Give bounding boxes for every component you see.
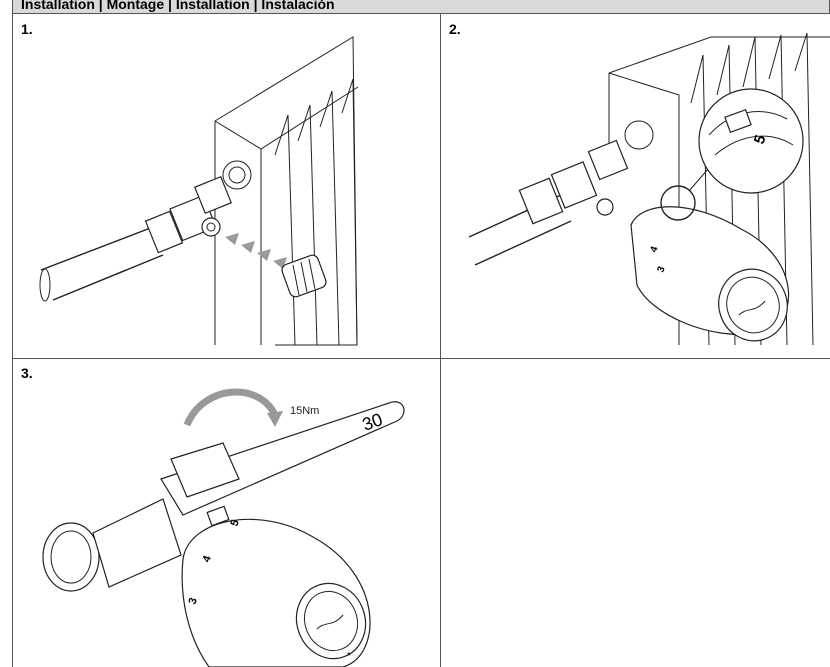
step-2-panel: 2. 5 <box>441 15 830 358</box>
direction-arrows <box>225 233 287 269</box>
valve-body-drawing <box>144 175 233 254</box>
section-header: Installation | Montage | Installation | … <box>12 0 830 14</box>
section-title: Installation | Montage | Installation | … <box>21 0 335 12</box>
grid-divider-vertical <box>440 14 441 667</box>
step-2-number: 2. <box>449 21 461 37</box>
scale-mark-3: 3 <box>187 596 200 606</box>
protective-cap-drawing <box>281 254 327 298</box>
radiator-drawing <box>608 32 830 346</box>
step-3-illustration: 30 5 4 3 * <box>42 388 405 667</box>
grid-border-left <box>12 14 13 667</box>
step-1-panel: 1. <box>13 15 440 358</box>
step-3-panel: 3. 30 5 4 3 * 15Nm <box>13 359 440 667</box>
step-1-illustration <box>39 36 359 346</box>
valve-body-drawing <box>42 442 240 592</box>
rotation-arrow <box>183 388 279 427</box>
thermostatic-sensor-drawing: 5 4 3 * <box>181 505 371 667</box>
step-3-number: 3. <box>21 365 33 381</box>
step-2-illustration: 5 4 3 <box>468 32 830 346</box>
scale-mark-4: 4 <box>201 553 215 564</box>
scale-mark-3: 3 <box>655 265 667 274</box>
scale-mark-4: 4 <box>648 245 660 254</box>
empty-panel <box>441 359 830 667</box>
thermostatic-sensor-drawing <box>630 206 790 342</box>
step-1-number: 1. <box>21 21 33 37</box>
scale-mark-5: 5 <box>229 518 242 528</box>
torque-label: 15Nm <box>290 405 320 417</box>
radiator-drawing <box>214 36 359 346</box>
scale-mark-frost: * <box>347 651 351 662</box>
valve-body-drawing <box>518 139 629 225</box>
zoom-origin-circle <box>660 185 696 221</box>
grid-divider-horizontal <box>12 358 830 359</box>
